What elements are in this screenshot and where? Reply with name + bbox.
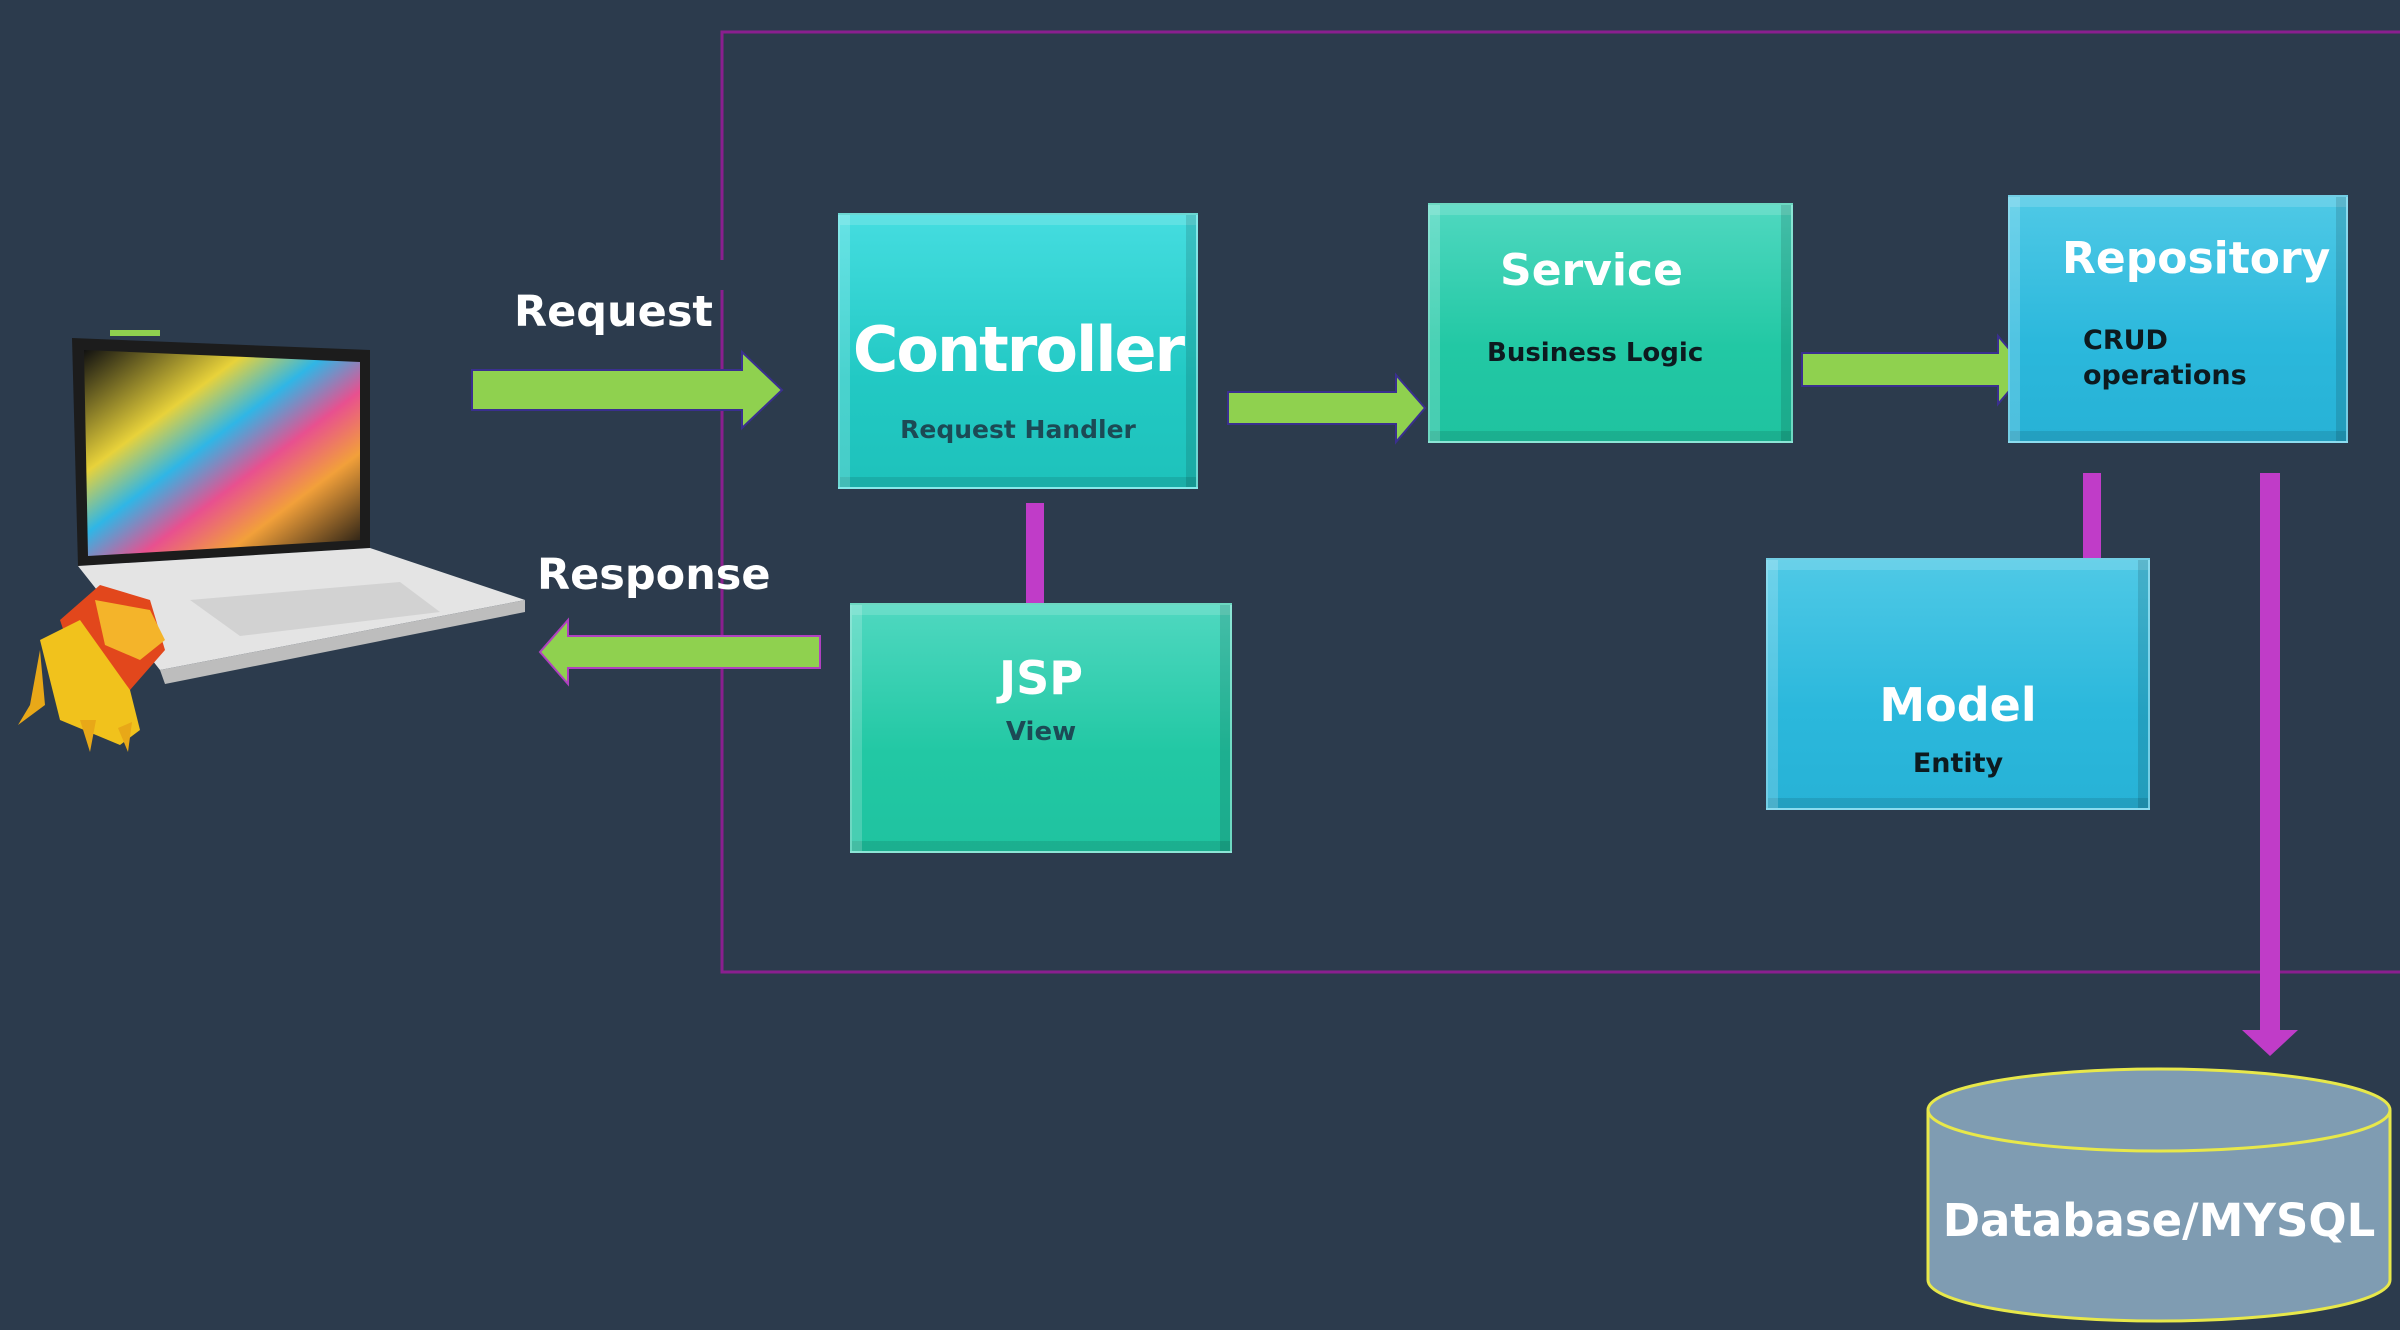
service-box: Service Business Logic	[1428, 203, 1793, 443]
response-label: Response	[537, 550, 771, 600]
service-title: Service	[1500, 245, 1683, 296]
repository-to-database-arrow	[2242, 473, 2298, 1056]
jsp-box: JSP View	[850, 603, 1232, 853]
repository-title: Repository	[2062, 233, 2331, 284]
lion-icon	[18, 585, 165, 752]
jsp-subtitle: View	[1005, 717, 1077, 747]
service-subtitle: Business Logic	[1487, 338, 1704, 368]
repository-box: Repository CRUD operations	[2008, 195, 2348, 443]
controller-title: Controller	[852, 313, 1185, 386]
application-boundary	[720, 30, 2400, 974]
request-arrow	[471, 349, 784, 431]
jsp-title: JSP	[999, 651, 1083, 705]
service-to-repository-arrow	[1801, 333, 2029, 407]
request-label: Request	[514, 287, 713, 337]
controller-subtitle: Request Handler	[900, 415, 1136, 444]
controller-box: Controller Request Handler	[838, 213, 1198, 489]
model-subtitle: Entity	[1912, 748, 2004, 779]
repository-subtitle-line2: operations	[2083, 360, 2247, 391]
controller-to-service-arrow	[1227, 372, 1427, 445]
laptop-icon	[72, 330, 525, 684]
database-label: Database/MYSQL	[1942, 1194, 2376, 1247]
database-cylinder-icon	[1926, 1067, 2392, 1323]
controller-to-jsp-arrow	[1010, 503, 1060, 632]
repository-to-model-arrow	[2066, 473, 2118, 588]
model-title: Model	[1879, 678, 2037, 732]
repository-subtitle-line1: CRUD	[2083, 325, 2168, 356]
model-box: Model Entity	[1766, 558, 2150, 810]
response-arrow	[538, 617, 821, 687]
